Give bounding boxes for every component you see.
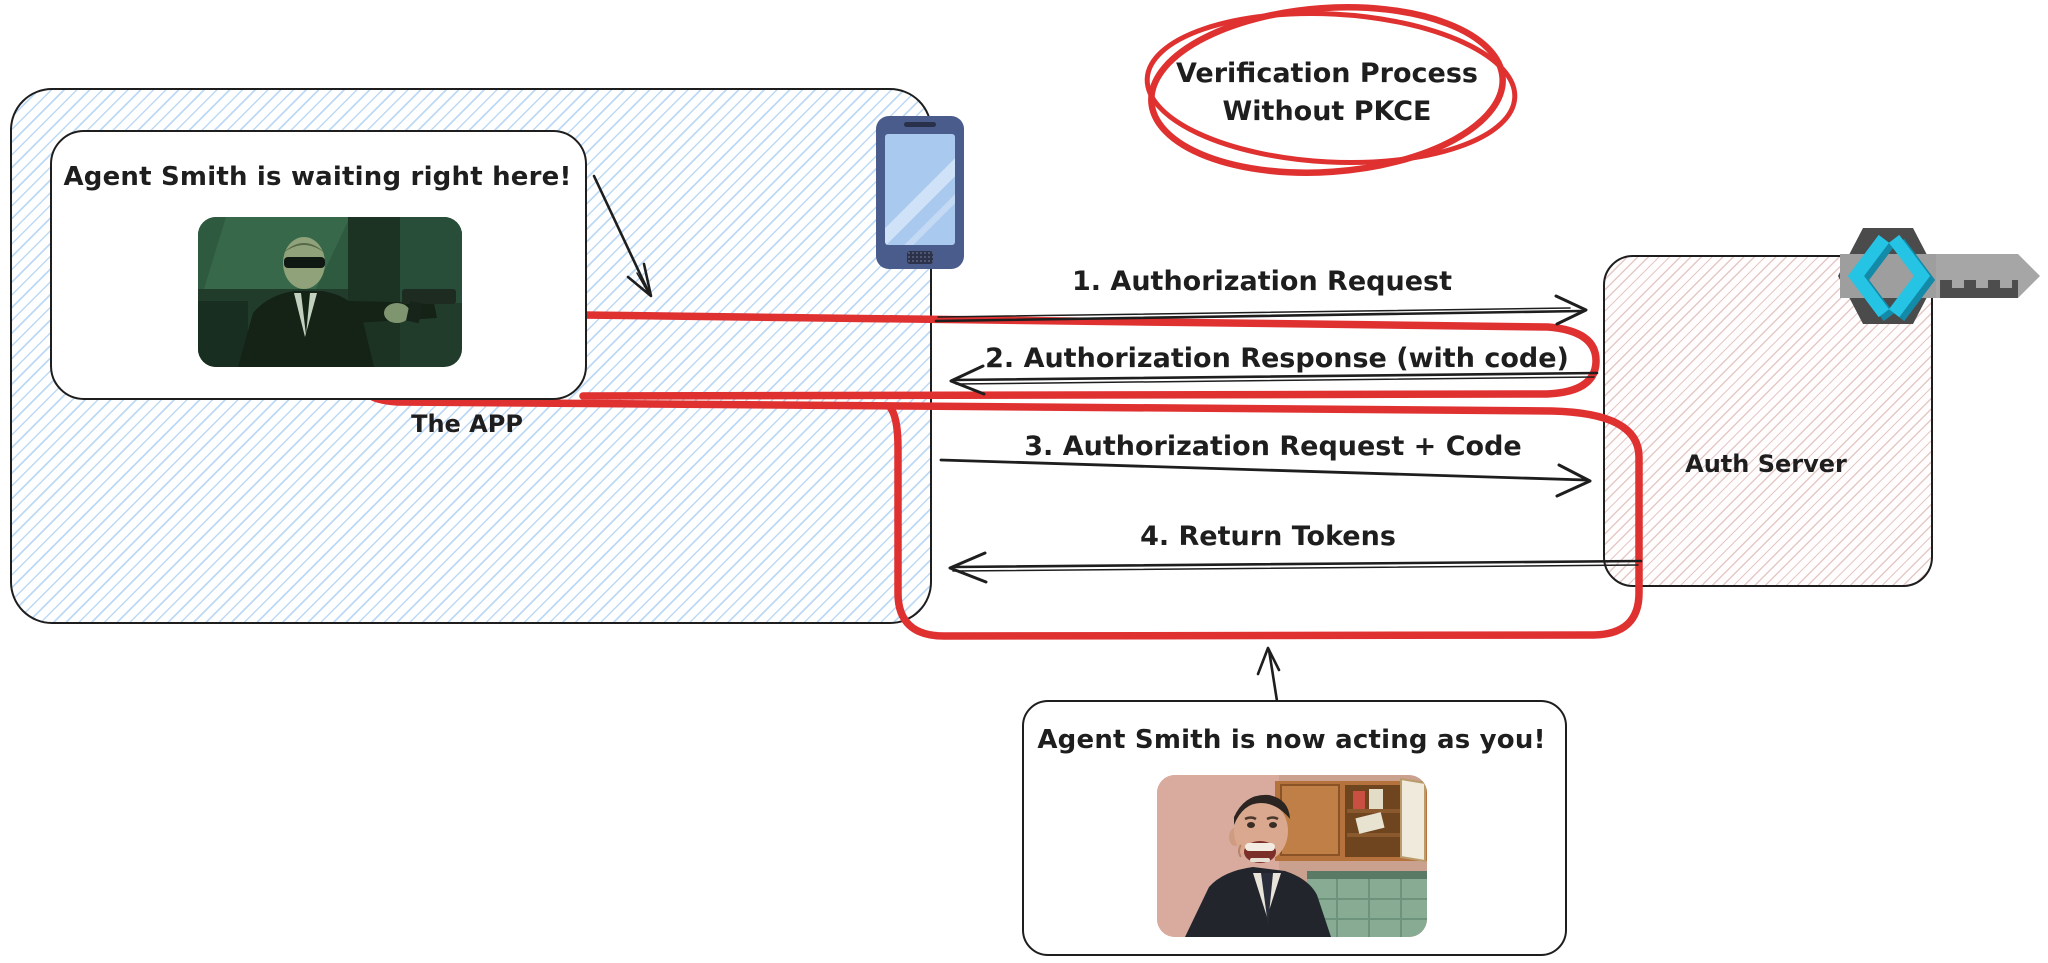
phone-button-grid <box>907 251 933 264</box>
callout-pointer-arrow <box>594 176 651 296</box>
agent-waiting-text: Agent Smith is waiting right here! <box>63 162 572 192</box>
title-circle <box>1143 0 1518 184</box>
flow-step-2-label: 2. Authorization Response (with code) <box>985 343 1569 374</box>
agent-smith-laughing-image <box>1157 775 1427 937</box>
arrow-step-3-right <box>941 460 1590 496</box>
arrow-step-1-right <box>936 296 1586 324</box>
agent-acting-text: Agent Smith is now acting as you! <box>1037 725 1546 755</box>
arrow-step-2-left <box>951 366 1597 394</box>
phone-speaker-slot <box>904 122 936 127</box>
highlight-loop-response <box>583 315 1596 396</box>
title-line-1: Verification Process <box>1176 58 1478 89</box>
flow-step-3-label: 3. Authorization Request + Code <box>1024 431 1522 462</box>
agent-smith-gun-image <box>198 217 462 367</box>
arrow-step-4-left <box>950 553 1641 582</box>
title-line-2: Without PKCE <box>1222 96 1432 127</box>
agent-acting-callout: Agent Smith is now acting as you! <box>1022 700 1567 956</box>
agent-waiting-callout: Agent Smith is waiting right here! <box>50 130 587 400</box>
bottom-pointer-arrow-up <box>1258 648 1279 701</box>
phone-screen <box>885 134 955 245</box>
api-key-icon <box>1838 228 2040 324</box>
smartphone-icon <box>876 116 964 269</box>
auth-server-label: Auth Server <box>1685 450 1847 478</box>
app-label: The APP <box>411 410 523 438</box>
flow-step-1-label: 1. Authorization Request <box>1071 266 1453 297</box>
flow-step-4-label: 4. Return Tokens <box>1140 521 1396 552</box>
highlight-loop-token-exchange <box>369 386 1639 636</box>
